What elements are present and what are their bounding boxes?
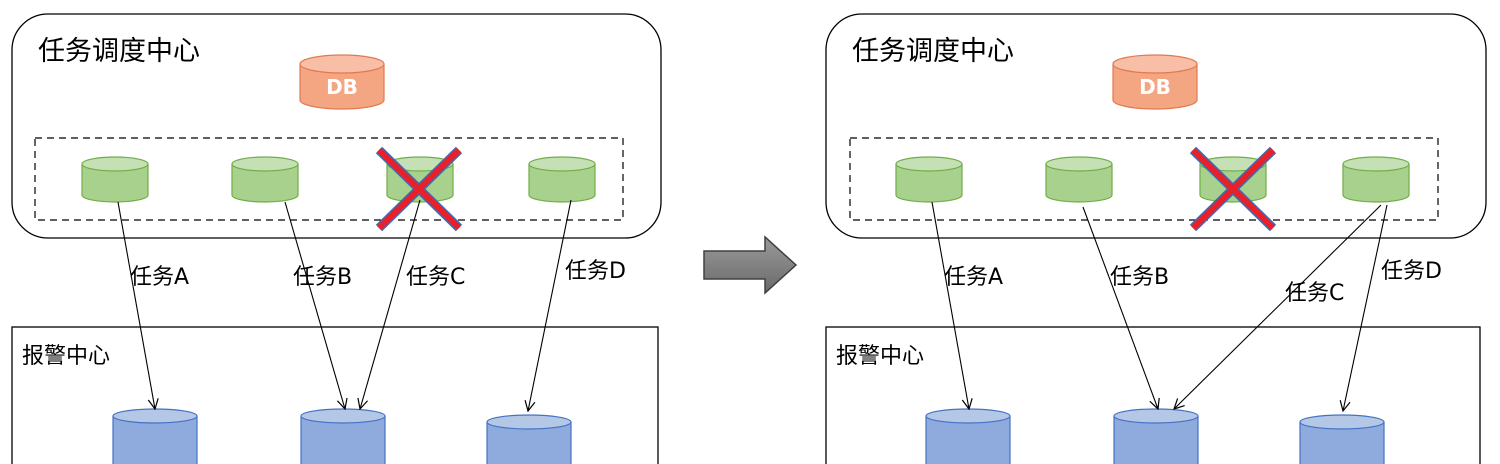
scheduler-center-title: 任务调度中心 (38, 36, 200, 67)
task-a-label: 任务A (130, 265, 189, 290)
task-a-label: 任务A (944, 265, 1003, 290)
task-d-label: 任务D (565, 259, 626, 284)
right-panel: 任务调度中心 DB 报警中心 (825, 13, 1487, 464)
scheduler-node (528, 156, 596, 203)
scheduler-node (895, 156, 963, 203)
task-c-arrow (1174, 204, 1382, 409)
db-cylinder: DB (1112, 54, 1198, 110)
db-label: DB (1139, 75, 1171, 99)
scheduler-node (81, 156, 149, 203)
scheduler-node (1045, 156, 1113, 203)
right-arrow-icon (703, 235, 798, 295)
scheduler-center-title: 任务调度中心 (852, 36, 1014, 67)
node-group-dashed-box (34, 137, 624, 221)
node-group-dashed-box (849, 137, 1439, 221)
task-c-arrow (360, 199, 421, 409)
left-panel: 任务调度中心 DB 报警中心 (11, 13, 662, 464)
db-label: DB (326, 75, 358, 99)
alarm-center-title: 报警中心 (836, 344, 924, 369)
alarm-node (486, 414, 572, 464)
scheduler-center-box (11, 13, 662, 239)
scheduler-node (231, 156, 299, 203)
red-x-icon (375, 146, 463, 232)
task-b-label: 任务B (1110, 265, 1169, 290)
alarm-node (112, 408, 198, 464)
alarm-node (925, 408, 1011, 464)
task-b-label: 任务B (293, 265, 352, 290)
alarm-center-title: 报警中心 (22, 344, 110, 369)
task-c-label: 任务C (406, 265, 465, 290)
task-a-arrow (117, 201, 155, 409)
task-b-arrow (284, 201, 345, 409)
task-a-arrow (931, 201, 969, 409)
alarm-node (1113, 408, 1199, 464)
task-d-label: 任务D (1381, 259, 1442, 284)
task-c-label: 任务C (1285, 281, 1344, 306)
task-d-arrow (1343, 204, 1388, 411)
task-d-arrow (528, 199, 572, 411)
alarm-node (300, 408, 386, 464)
scheduler-node (1342, 156, 1410, 203)
task-b-arrow (1082, 206, 1158, 409)
red-x-icon (1189, 146, 1277, 232)
alarm-node (1299, 414, 1385, 464)
scheduler-center-box (825, 13, 1487, 239)
db-cylinder: DB (299, 54, 385, 110)
